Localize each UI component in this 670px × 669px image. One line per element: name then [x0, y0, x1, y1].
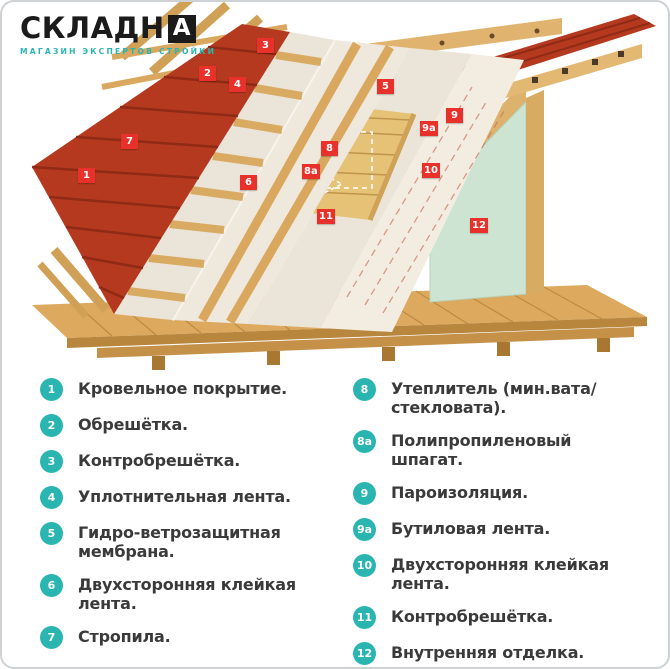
counter-batten [198, 41, 361, 323]
brand-logo-text: СКЛАДН [20, 11, 165, 45]
diagram-marker-3: 3 [257, 38, 274, 53]
legend-badge-6: 6 [40, 574, 63, 598]
legend-label-2: Обрешётка. [78, 415, 188, 434]
roof-cutaway-illustration [31, 2, 656, 370]
legend-badge-7: 7 [40, 626, 63, 650]
legend-item-2: 2 Обрешётка. [40, 414, 345, 437]
legend-label-1: Кровельное покрытие. [78, 379, 288, 398]
legend-label-10: Двухсторонняя клейкая лента. [391, 555, 609, 593]
diagram-marker-4: 4 [229, 77, 246, 92]
diagram-marker-7: 7 [121, 134, 138, 149]
batten-layer [114, 32, 334, 320]
legend-label-12: Внутренняя отделка. [391, 643, 585, 663]
corner-post [526, 90, 544, 294]
legend-item-7: 7 Стропила. [40, 626, 345, 650]
legend-item-4: 4 Уплотнительная лента. [40, 486, 345, 509]
legend-item-5: 5 Гидро-ветрозащитная мембрана. [40, 522, 345, 561]
legend-label-8: Утеплитель (мин.вата/ стекловата). [391, 379, 597, 417]
diagram-marker-8: 8 [321, 141, 338, 156]
diagram-marker-1: 1 [78, 168, 95, 183]
diagram-marker-2: 2 [199, 66, 216, 81]
legend-label-8a: Полипропиленовый шпагат. [391, 431, 572, 469]
legend-column-right: 8 Утеплитель (мин.вата/ стекловата). 8а … [353, 378, 646, 666]
legend-badge-4: 4 [40, 486, 63, 509]
legend-item-8a: 8а Полипропиленовый шпагат. [353, 430, 646, 469]
legend-badge-12: 12 [353, 642, 376, 666]
mineral-wool [302, 107, 414, 220]
diagram-marker-10: 10 [422, 163, 440, 178]
legend-badge-10: 10 [353, 554, 376, 578]
diagram-marker-8a: 8а [302, 164, 320, 179]
legend-item-9a: 9а Бутиловая лента. [353, 518, 646, 542]
legend-item-11: 11 Контробрешётка. [353, 606, 646, 630]
roof-tile-layer [31, 24, 290, 319]
diagram-marker-9a: 9а [420, 121, 438, 136]
legend-item-9: 9 Пароизоляция. [353, 482, 646, 506]
diagram-marker-6: 6 [240, 175, 257, 190]
legend-label-11: Контробрешётка. [391, 607, 554, 627]
diagram-marker-5: 5 [377, 79, 394, 94]
legend-label-5: Гидро-ветрозащитная мембрана. [78, 523, 281, 561]
brand-logo: СКЛАДН А МАГАЗИН ЭКСПЕРТОВ СТРОЙКИ [20, 11, 217, 57]
floor-posts [152, 338, 610, 370]
diagram-marker-11: 11 [317, 209, 335, 224]
counter-batten [226, 44, 394, 325]
legend-item-1: 1 Кровельное покрытие. [40, 378, 345, 401]
legend-label-6: Двухсторонняя клейкая лента. [78, 575, 296, 613]
legend-label-9a: Бутиловая лента. [391, 519, 551, 539]
diagram-marker-12: 12 [470, 218, 488, 233]
legend-badge-9a: 9а [353, 518, 376, 542]
legend-badge-8: 8 [353, 378, 376, 401]
legend-badge-5: 5 [40, 522, 63, 545]
legend-label-7: Стропила. [78, 627, 171, 647]
legend-label-9: Пароизоляция. [391, 483, 528, 503]
legend-label-3: Контробрешётка. [78, 451, 241, 470]
brand-tagline: МАГАЗИН ЭКСПЕРТОВ СТРОЙКИ [20, 47, 217, 56]
floor-beam [97, 327, 634, 358]
diagram-marker-9: 9 [446, 108, 463, 123]
legend-badge-9: 9 [353, 482, 376, 506]
legend-label-4: Уплотнительная лента. [78, 487, 291, 506]
rafter-foot [50, 247, 110, 313]
rafter-foot [37, 261, 89, 319]
legend-badge-3: 3 [40, 450, 63, 473]
legend-badge-11: 11 [353, 606, 376, 630]
legend-item-6: 6 Двухсторонняя клейкая лента. [40, 574, 345, 613]
eave-beam [472, 44, 642, 108]
legend-item-12: 12 Внутренняя отделка. [353, 642, 646, 666]
legend-item-8: 8 Утеплитель (мин.вата/ стекловата). [353, 378, 646, 417]
legend-badge-2: 2 [40, 414, 63, 437]
legend: 1 Кровельное покрытие. 2 Обрешётка. 3 Ко… [40, 378, 646, 666]
legend-column-left: 1 Кровельное покрытие. 2 Обрешётка. 3 Ко… [40, 378, 345, 665]
legend-badge-1: 1 [40, 378, 63, 401]
legend-item-10: 10 Двухсторонняя клейкая лента. [353, 554, 646, 593]
legend-badge-8a: 8а [353, 430, 376, 454]
legend-item-3: 3 Контробрешётка. [40, 450, 345, 473]
brand-logo-boxed-letter: А [167, 14, 196, 43]
